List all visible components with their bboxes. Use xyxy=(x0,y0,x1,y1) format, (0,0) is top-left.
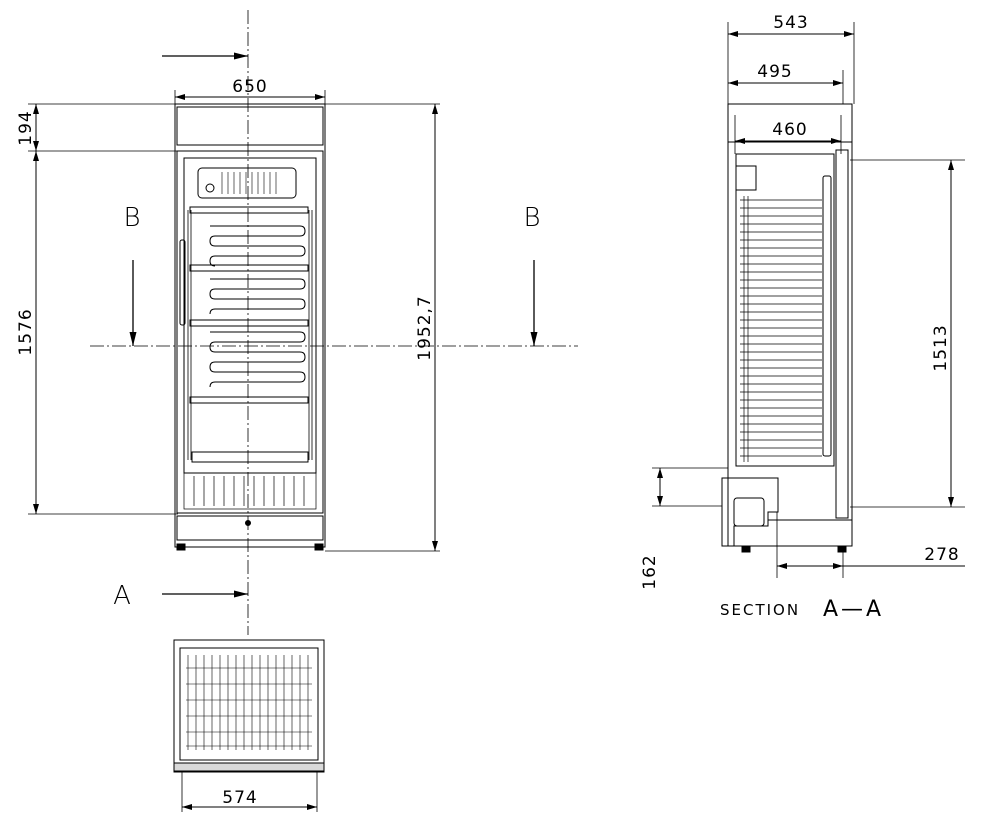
side-base-bottom xyxy=(768,519,853,547)
section-label-id: A—A xyxy=(823,597,884,622)
side-door-handle xyxy=(822,175,832,457)
side-door xyxy=(835,149,849,519)
fan-icon xyxy=(205,183,215,193)
dim-543-label: 543 xyxy=(773,13,808,33)
dim-574-label: 574 xyxy=(222,788,257,808)
side-inner xyxy=(735,153,835,467)
lock-icon xyxy=(245,520,251,526)
top-inner xyxy=(179,647,319,761)
side-compressor-unit xyxy=(733,497,765,527)
header-panel xyxy=(176,106,324,146)
front-view xyxy=(28,10,578,635)
front-view-labels: 650 194 1576 1952,7 B B A xyxy=(16,77,541,611)
dim-194-label: 194 xyxy=(16,110,36,145)
side-shelves xyxy=(740,196,822,462)
dim-495-label: 495 xyxy=(757,62,792,82)
side-outline xyxy=(727,103,853,547)
foot-right xyxy=(314,543,324,551)
bottom-grille xyxy=(183,472,317,510)
top-view xyxy=(173,639,325,812)
door-handle xyxy=(179,239,186,326)
section-letter-b-right: B xyxy=(523,203,540,233)
dim-278-label: 278 xyxy=(924,545,959,565)
side-compressor xyxy=(721,477,779,547)
side-view xyxy=(652,22,965,578)
dim-1576-label: 1576 xyxy=(16,308,36,355)
side-foot-right xyxy=(837,545,847,553)
shelves xyxy=(189,206,309,463)
side-rails xyxy=(187,210,313,460)
section-letter-b-left: B xyxy=(123,203,140,233)
section-letter-a: A xyxy=(113,581,131,611)
dim-162-label: 162 xyxy=(640,554,660,589)
dim-1513-label: 1513 xyxy=(931,324,951,371)
cooling-coils xyxy=(209,225,306,388)
evaporator-unit xyxy=(197,167,297,199)
side-foot-left xyxy=(741,545,751,553)
section-label-prefix: SECTION xyxy=(720,601,800,619)
dim-650-label: 650 xyxy=(232,77,267,97)
side-evaporator xyxy=(735,165,757,191)
evaporator-fins xyxy=(221,172,277,194)
dim-460-label: 460 xyxy=(772,120,807,140)
door-frame xyxy=(176,150,324,514)
door-glass xyxy=(183,157,317,474)
top-grid xyxy=(186,655,312,750)
side-view-labels: 543 495 460 1513 162 278 SECTION A—A xyxy=(640,13,959,622)
foot-left xyxy=(176,543,186,551)
plinth xyxy=(176,515,324,541)
dim-1952-label: 1952,7 xyxy=(415,295,435,360)
top-outline xyxy=(173,639,325,773)
side-extension-lines xyxy=(652,22,965,578)
top-front-strip xyxy=(173,762,325,772)
